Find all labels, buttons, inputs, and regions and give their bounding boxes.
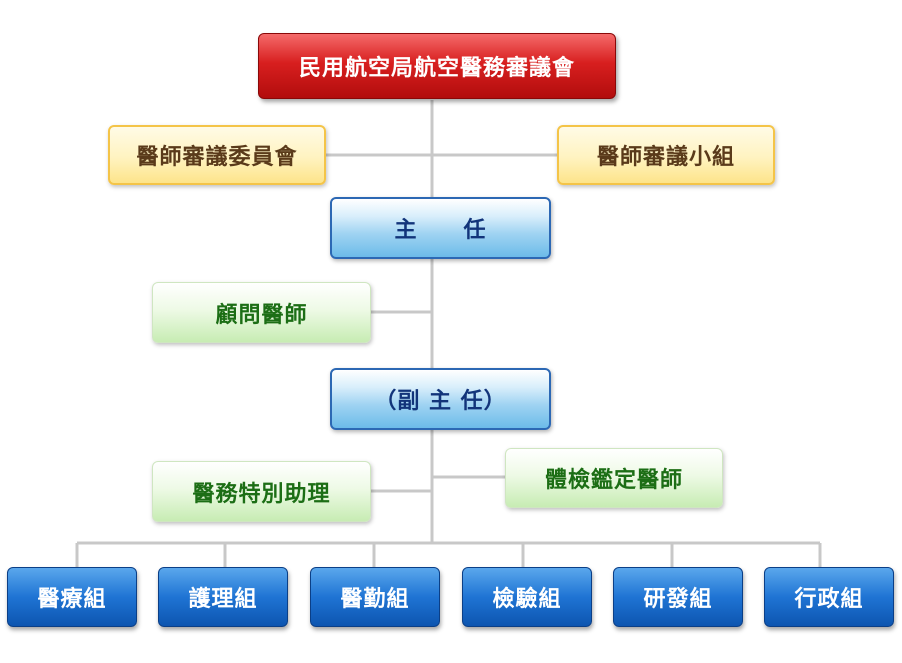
special-assistant-box: 醫務特別助理 (152, 461, 371, 522)
review-group-label: 醫師審議小組 (596, 145, 735, 170)
section-label: 檢驗組 (492, 587, 562, 612)
section-label: 醫勤組 (340, 587, 410, 612)
consultant-box: 顧問醫師 (152, 282, 371, 343)
top-council-box: 民用航空局航空醫務審議會 (258, 33, 616, 99)
review-committee-label: 醫師審議委員會 (136, 145, 298, 170)
section-label: 醫療組 (37, 587, 107, 612)
section-box-3: 醫勤組 (310, 567, 440, 627)
director-label: 主 任 (394, 218, 487, 243)
section-box-1: 醫療組 (7, 567, 137, 627)
section-box-5: 研發組 (613, 567, 743, 627)
section-label: 行政組 (794, 587, 864, 612)
section-label: 護理組 (188, 587, 258, 612)
examiner-label: 體檢鑑定醫師 (544, 468, 683, 493)
section-label: 研發組 (643, 587, 713, 612)
review-committee-box: 醫師審議委員會 (108, 125, 326, 185)
section-box-2: 護理組 (158, 567, 288, 627)
section-box-6: 行政組 (764, 567, 894, 627)
director-box: 主 任 (330, 197, 551, 259)
review-group-box: 醫師審議小組 (557, 125, 775, 185)
special-assistant-label: 醫務特別助理 (192, 481, 331, 507)
deputy-director-label: （副 主 任） (374, 389, 507, 414)
deputy-director-box: （副 主 任） (330, 368, 551, 430)
section-box-4: 檢驗組 (462, 567, 592, 627)
examiner-box: 體檢鑑定醫師 (505, 448, 723, 508)
consultant-label: 顧問醫師 (215, 302, 308, 328)
top-council-label: 民用航空局航空醫務審議會 (298, 56, 575, 81)
